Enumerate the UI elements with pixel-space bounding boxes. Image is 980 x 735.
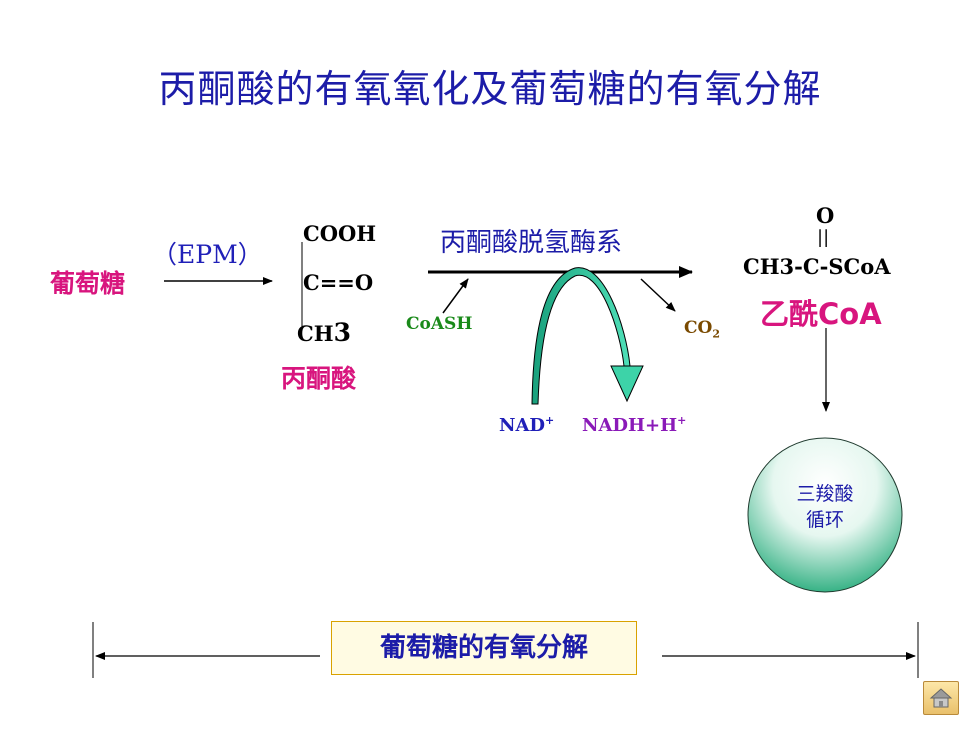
co2-output-arrow bbox=[640, 278, 676, 312]
co2-sub: 2 bbox=[712, 327, 720, 341]
acetyl-oxygen: O bbox=[816, 203, 835, 228]
pyruvate-cooh: COOH bbox=[303, 221, 377, 246]
co2-label: CO2 bbox=[684, 318, 720, 340]
nadh-main: NADH+H bbox=[582, 415, 678, 436]
tca-line-1: 三羧酸 bbox=[796, 483, 854, 505]
tca-cycle-circle bbox=[747, 437, 903, 593]
nadh-sup: + bbox=[677, 414, 687, 427]
nadh-label: NADH+H+ bbox=[582, 414, 686, 436]
home-button[interactable] bbox=[923, 681, 959, 715]
page-title: 丙酮酸的有氧氧化及葡萄糖的有氧分解 bbox=[158, 67, 822, 111]
pyruvate-name: 丙酮酸 bbox=[281, 364, 357, 393]
nad-main: NAD bbox=[499, 415, 546, 436]
home-icon bbox=[929, 688, 953, 708]
acetyl-double-bond: || bbox=[817, 227, 830, 248]
glucose-label: 葡萄糖 bbox=[50, 269, 126, 298]
tca-cycle-label: 三羧酸 循环 bbox=[748, 481, 902, 533]
acetyl-formula: CH3-C-SCoA bbox=[743, 254, 891, 279]
nad-label: NAD+ bbox=[499, 414, 554, 436]
pyruvate-carbonyl: C==O bbox=[303, 270, 374, 295]
enzyme-label: 丙酮酸脱氢酶系 bbox=[440, 228, 623, 258]
epm-label: （EPM） bbox=[152, 240, 263, 269]
nad-sup: + bbox=[545, 414, 555, 427]
nad-to-nadh-arrow bbox=[531, 267, 644, 405]
aerobic-breakdown-label: 葡萄糖的有氧分解 bbox=[331, 621, 637, 675]
coash-input-arrow bbox=[442, 278, 469, 314]
co2-main: CO bbox=[684, 318, 713, 338]
coash-label: CoASH bbox=[406, 314, 473, 334]
pyruvate-methyl-3: 3 bbox=[333, 318, 351, 347]
acetyl-name: 乙酰CoA bbox=[760, 297, 882, 331]
pyruvate-methyl-ch: CH bbox=[297, 321, 334, 346]
pyruvate-methyl: CH3 bbox=[297, 318, 351, 347]
tca-line-2: 循环 bbox=[805, 509, 844, 531]
